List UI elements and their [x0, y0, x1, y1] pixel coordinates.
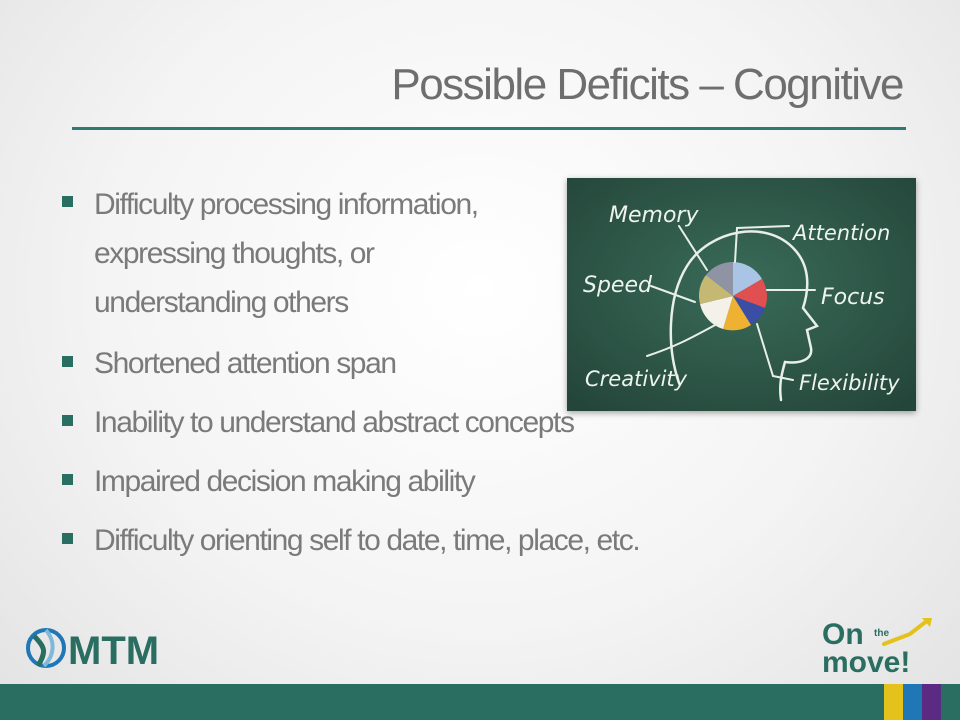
bullet-square-icon — [62, 196, 73, 207]
footer-bar — [0, 684, 960, 720]
label-creativity: Creativity — [585, 367, 688, 391]
arrow-icon — [882, 618, 930, 646]
bullet-item: Difficulty processing information, expre… — [58, 180, 544, 327]
footer-color-stripes — [884, 684, 960, 720]
bullet-square-icon — [62, 415, 73, 426]
label-memory: Memory — [609, 203, 699, 228]
bullet-text: Impaired decision making ability — [94, 465, 476, 498]
label-attention: Attention — [791, 221, 890, 245]
bullet-text: Shortened attention span — [94, 347, 397, 380]
label-flexibility: Flexibility — [799, 371, 900, 395]
stripe-green — [941, 684, 960, 720]
bullet-list: Difficulty processing information, expre… — [58, 180, 641, 565]
logo-the: the — [874, 628, 889, 639]
bullet-text: Inability to understand abstract concept… — [94, 406, 575, 439]
mtm-wordmark: MTM — [68, 629, 159, 673]
stripe-yellow — [884, 684, 903, 720]
bullet-text: Difficulty orienting self to date, time,… — [94, 524, 641, 557]
label-focus: Focus — [821, 285, 885, 310]
title-divider — [72, 127, 906, 130]
bullet-square-icon — [62, 533, 73, 544]
chalkboard-image: Memory Attention Speed Focus Creativity … — [567, 178, 916, 411]
bullet-square-icon — [62, 474, 73, 485]
mtm-logo: MTM — [26, 628, 159, 673]
stripe-blue — [903, 684, 922, 720]
on-the-move-logo: On the move! — [822, 618, 932, 676]
bullet-square-icon — [62, 356, 73, 367]
bullet-item: Shortened attention span — [58, 340, 639, 388]
head-outline — [669, 230, 820, 402]
label-speed: Speed — [583, 273, 653, 298]
logo-move: move! — [822, 646, 910, 676]
bullet-text: Difficulty processing information, expre… — [94, 188, 479, 319]
bullet-item: Difficulty orienting self to date, time,… — [58, 517, 641, 565]
bullet-item: Impaired decision making ability — [58, 458, 639, 506]
logo-on: On — [822, 618, 864, 651]
brain-pie-icon — [698, 261, 767, 331]
stripe-purple — [922, 684, 941, 720]
slide-title: Possible Deficits – Cognitive — [391, 60, 904, 109]
connector-lines — [646, 225, 816, 381]
bullet-item: Inability to understand abstract concept… — [58, 399, 639, 447]
